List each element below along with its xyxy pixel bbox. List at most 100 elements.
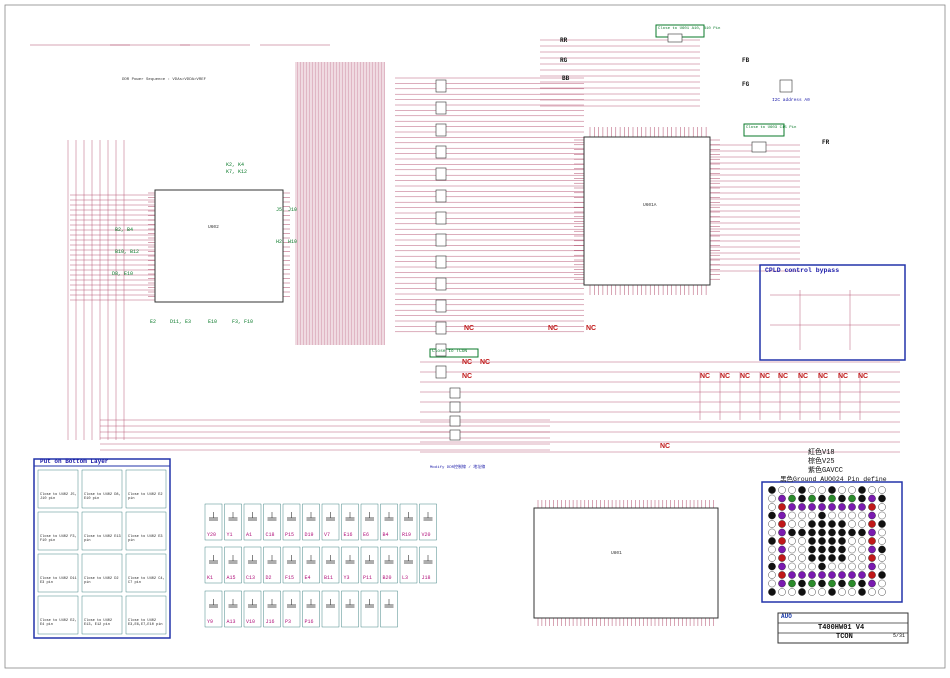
pin-dot <box>878 545 886 554</box>
u602-pin-label: D11, E3 <box>170 319 192 325</box>
capacitor-cell <box>224 546 242 584</box>
u801-chip <box>533 507 719 619</box>
cap-pin-label: D2 <box>265 575 272 581</box>
bus-tag: BB <box>562 75 570 82</box>
pin-dot <box>828 520 836 528</box>
u602-label: U602 <box>208 225 219 230</box>
u602-pin-label: K7, K12 <box>226 169 248 175</box>
capacitor-cell <box>360 590 379 628</box>
eeprom-chip <box>779 79 793 93</box>
pin-dot <box>818 520 826 528</box>
nc-marker: NC <box>462 373 472 380</box>
pin-dot <box>808 528 816 537</box>
bottom-layer-note: Close to U402 E13, E12 pin <box>84 619 113 627</box>
cap-pin-label: P16 <box>304 619 314 625</box>
pin-dot <box>878 528 886 537</box>
pin-dot <box>858 537 866 545</box>
bus-tag: FR <box>822 139 830 146</box>
pin-dot <box>838 571 846 579</box>
pin-dot <box>848 562 856 571</box>
pin-dot <box>838 511 846 520</box>
pin-dot <box>818 571 826 579</box>
pin-dot <box>768 562 776 571</box>
bottom-cap-cell <box>125 553 167 593</box>
capacitor-cell <box>282 546 301 584</box>
pin-dot <box>768 486 776 494</box>
pin-dot <box>798 554 806 562</box>
pin-dot <box>818 503 826 511</box>
pin-dot <box>778 503 786 511</box>
wire-layer <box>30 39 900 626</box>
resistor-array <box>449 401 461 413</box>
bottom-layer-note: Close to U402 E13 pin <box>84 535 121 543</box>
i2c-address-note: I2C address A0 <box>772 98 810 103</box>
capacitor-cell <box>243 503 262 541</box>
capacitor-grid <box>204 503 437 628</box>
pin-dot <box>878 511 886 520</box>
pin-dot <box>808 562 816 571</box>
pin-dot <box>878 588 886 596</box>
bottom-cap-cell <box>37 511 79 551</box>
pin-dot <box>798 562 806 571</box>
cap-pin-label: C13 <box>246 575 256 581</box>
pin-dot <box>818 511 826 520</box>
pin-dot <box>878 520 886 528</box>
pin-dot <box>818 554 826 562</box>
pin-dot <box>788 528 796 537</box>
pin-dot <box>818 579 826 588</box>
capacitor-cell <box>263 590 281 628</box>
bus-tag: RG <box>560 57 568 64</box>
pin-dot <box>848 545 856 554</box>
u602-pin-label: D8, E10 <box>112 271 134 277</box>
pin-dot <box>798 579 806 588</box>
nc-marker: NC <box>700 373 710 380</box>
pin-dot <box>808 579 816 588</box>
cap-pin-label: A1 <box>246 532 253 538</box>
pin-dot <box>798 486 806 494</box>
capacitor-cell <box>321 503 340 541</box>
capacitor-cell <box>399 546 418 584</box>
bottom-layer-box <box>33 458 171 639</box>
nc-marker: NC <box>858 373 868 380</box>
pin-dot <box>798 528 806 537</box>
resistor-array <box>435 343 447 357</box>
pin-dot <box>778 511 786 520</box>
pin-dot <box>768 571 776 579</box>
u602-pin-label: K2, K4 <box>226 162 245 168</box>
pin-dot <box>858 571 866 579</box>
pin-dot <box>838 554 846 562</box>
pin-dot <box>798 520 806 528</box>
pin-dot <box>808 588 816 596</box>
pin-dot <box>878 571 886 579</box>
pin-dot <box>858 579 866 588</box>
nc-marker: NC <box>660 443 670 450</box>
legend-line-3: 紫色GAVCC <box>808 467 844 475</box>
pin-dot <box>868 494 876 503</box>
resistor-array <box>435 255 447 269</box>
title-block-logo: AUO <box>781 613 792 620</box>
u602-pin-label: E2 <box>150 319 157 325</box>
pin-dot <box>798 537 806 545</box>
pin-dot <box>788 571 796 579</box>
cap-pin-label: K1 <box>207 575 214 581</box>
capacitor-cell <box>380 590 398 628</box>
pin-dot <box>858 562 866 571</box>
u602-chip <box>154 189 284 303</box>
pin-dot <box>818 494 826 503</box>
pin-dot <box>778 520 786 528</box>
pin-dot <box>778 562 786 571</box>
pin-dot <box>838 503 846 511</box>
pin-dot <box>778 494 786 503</box>
modify-note: Modify DDR控制線 / 地址線 <box>430 466 486 470</box>
pin-dot <box>878 486 886 494</box>
bottom-cap-cell <box>125 469 167 509</box>
close-to-tcon-note: Close to TCON <box>432 349 468 354</box>
sheet-border <box>4 4 946 669</box>
nc-marker: NC <box>778 373 788 380</box>
pin-dot <box>848 494 856 503</box>
pin-dot <box>858 528 866 537</box>
pin-dot <box>798 571 806 579</box>
pin-dot <box>858 545 866 554</box>
pin-dot <box>808 571 816 579</box>
bus-tag: FG <box>742 81 750 88</box>
